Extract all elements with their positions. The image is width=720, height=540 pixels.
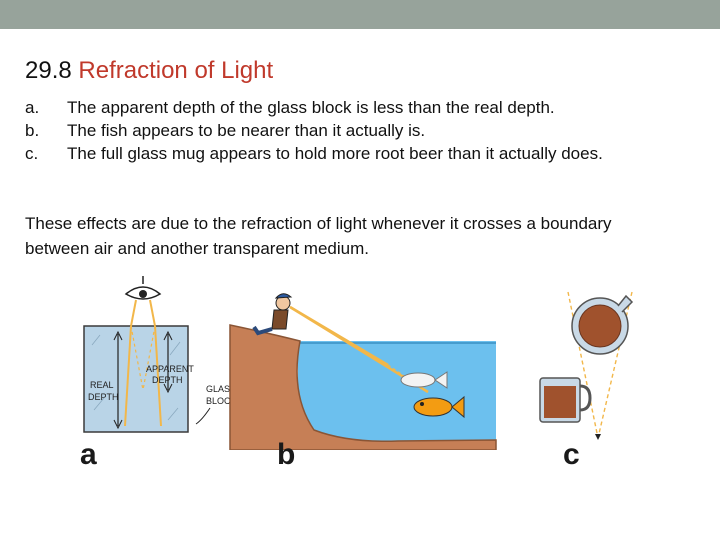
list-marker: c. [25, 144, 39, 163]
figure-c-label: c [563, 438, 580, 471]
real-depth-label: REAL [90, 380, 114, 390]
list-marker: b. [25, 121, 40, 140]
list-marker: a. [25, 98, 40, 117]
list-item: c. The full glass mug appears to hold mor… [25, 142, 665, 165]
apparent-depth-label: DEPTH [152, 375, 183, 385]
eye-icon [124, 276, 162, 300]
explanation-paragraph: These effects are due to the refraction … [25, 214, 612, 258]
list-item-text: The fish appears to be nearer than it ac… [67, 121, 426, 140]
list-item-text: The full glass mug appears to hold more … [67, 144, 603, 163]
glass-block [83, 325, 189, 433]
section-title: Refraction of Light [78, 57, 274, 84]
top-bar [0, 0, 720, 29]
figure-a-label: a [80, 438, 97, 471]
real-depth-label: DEPTH [88, 392, 119, 402]
list-item: b. The fish appears to be nearer than it … [25, 119, 665, 142]
glass-block-label: GLASS [206, 384, 236, 394]
section-number: 29.8 [25, 57, 72, 84]
fisherman-icon [252, 293, 293, 336]
glass-block-label: BLOCK [206, 396, 237, 406]
slide-title: 29.8 Refraction of Light [25, 56, 273, 86]
water [298, 341, 496, 441]
apparent-depth-label: APPARENT [146, 364, 194, 374]
list-item-text: The apparent depth of the glass block is… [67, 98, 555, 117]
figure-b-label: b [277, 438, 296, 471]
list-item: a. The apparent depth of the glass block … [25, 96, 665, 119]
light-rays [124, 299, 162, 427]
figure-a-glass-block: REAL DEPTH APPARENT DEPTH GLASS BLOCK [83, 276, 237, 433]
eye-icon [595, 434, 601, 440]
mug-icon [539, 294, 634, 423]
fish-icon [400, 371, 465, 419]
effects-list: a. The apparent depth of the glass block … [25, 96, 665, 165]
shore [229, 324, 497, 450]
figure-b-fisherman [229, 293, 497, 450]
figure-c-mug [539, 291, 634, 440]
